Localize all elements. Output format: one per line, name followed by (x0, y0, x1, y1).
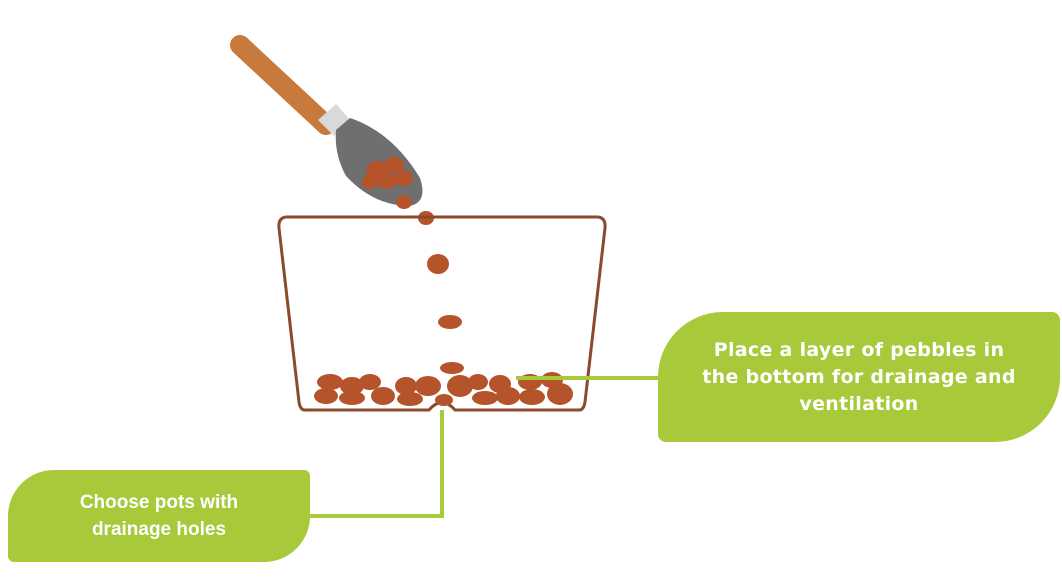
drainage-callout: Choose pots with drainage holes (8, 470, 310, 562)
pebbles-callout-line-1: Place a layer of pebbles in (714, 337, 1005, 364)
pebble-icon (396, 195, 412, 209)
pebble-icon (440, 362, 464, 374)
pebble-icon (427, 254, 449, 274)
trowel-handle (240, 45, 326, 125)
pebbles-callout-line-2: the bottom for drainage and (702, 364, 1016, 391)
drainage-callout-line-2: drainage holes (92, 516, 226, 543)
trowel-icon (240, 45, 422, 206)
falling-pebbles (396, 195, 464, 374)
drainage-leader-line (310, 412, 442, 516)
pebbles-callout: Place a layer of pebbles in the bottom f… (658, 312, 1060, 442)
pebbles-callout-line-3: ventilation (799, 391, 918, 418)
drainage-callout-line-1: Choose pots with (80, 489, 238, 516)
pebble-icon (438, 315, 462, 329)
